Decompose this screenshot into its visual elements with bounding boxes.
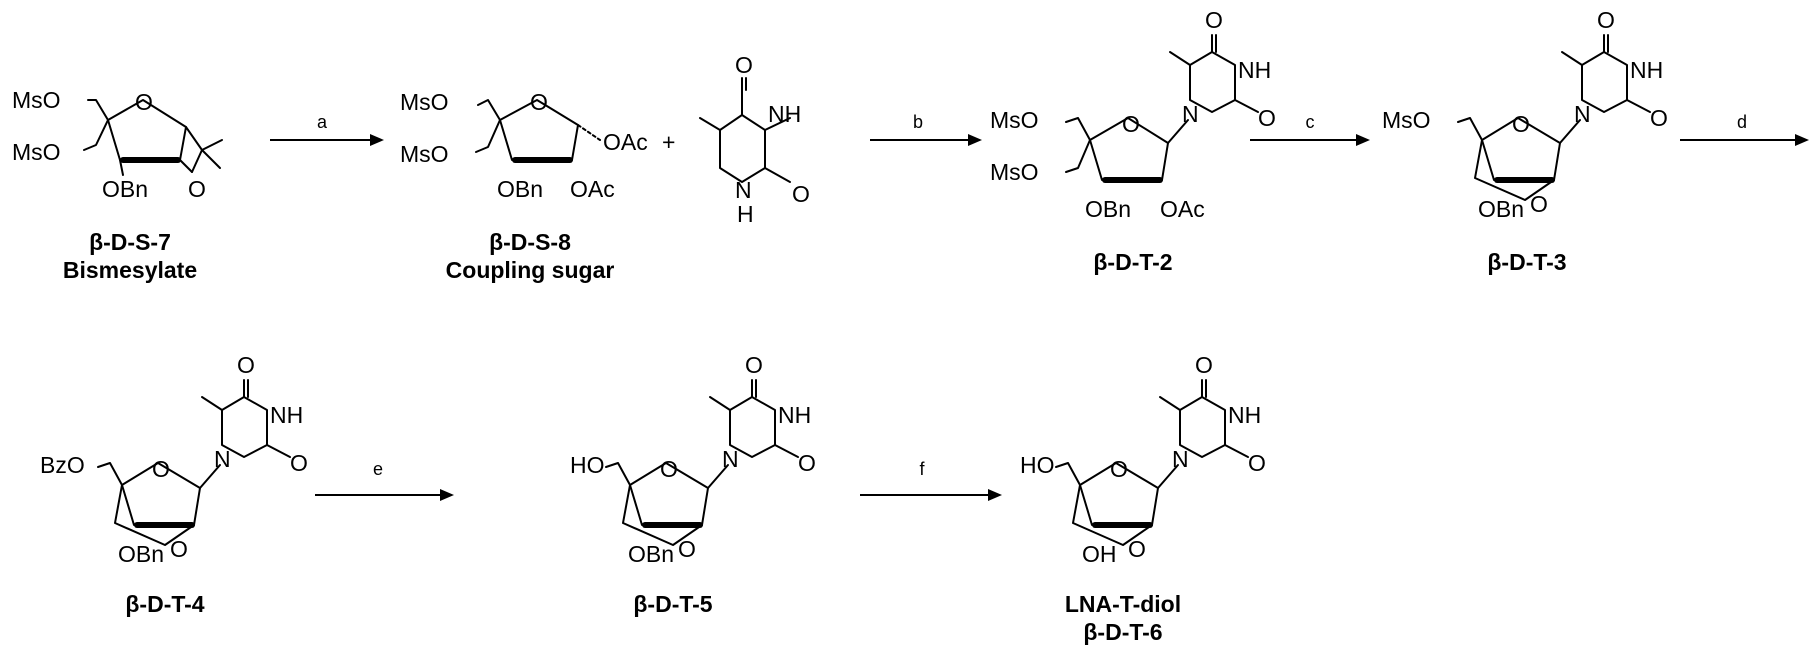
step-c-label: c [1306,112,1315,132]
s8-oac-1: OAc [603,129,648,155]
t4-label: β-D-T-4 [125,591,204,617]
t4-n: N [214,446,231,472]
t3-label: β-D-T-3 [1487,249,1566,275]
s7-mso-top: MsO [12,87,61,113]
t2-mso-top: MsO [990,107,1039,133]
s7-label: β-D-S-7 [89,229,171,255]
compound-t6: O NH O N HO OH O O LNA-T-diol β-D-T-6 [1020,352,1266,645]
t6-bridge-o: O [1128,536,1146,562]
arrow-f: f [860,459,1002,501]
step-b-label: b [913,112,923,132]
compound-s7: MsO MsO OBn O O β-D-S-7 Bismesylate [12,87,222,283]
t2-ring-o: O [1122,111,1140,137]
s7-obn: OBn [102,176,148,202]
t5-nh: NH [778,402,811,428]
t5-ring-o: O [660,456,678,482]
t6-o-top: O [1195,352,1213,378]
t2-obn: OBn [1085,196,1131,222]
compound-t4: O NH O N BzO OBn O O β-D-T-4 [40,352,308,617]
t2-nh: NH [1238,57,1271,83]
t6-ho: HO [1020,452,1055,478]
t3-n: N [1574,101,1591,127]
thy-o-top: O [735,52,753,78]
s8-oac-2: OAc [570,176,615,202]
t3-obn: OBn [1478,196,1524,222]
t4-obn: OBn [118,541,164,567]
t3-o-right: O [1650,105,1668,131]
t6-o-right: O [1248,450,1266,476]
t6-n: N [1172,446,1189,472]
t5-obn: OBn [628,541,674,567]
t5-ho: HO [570,452,605,478]
t4-nh: NH [270,402,303,428]
t5-o-top: O [745,352,763,378]
t3-ring-o: O [1512,111,1530,137]
arrow-d: d [1680,112,1809,146]
t6-nh: NH [1228,402,1261,428]
s8-ring-o: O [530,89,548,115]
plus-sign: + [662,129,675,155]
t4-bridge-o: O [170,536,188,562]
arrow-e: e [315,459,454,501]
s8-obn: OBn [497,176,543,202]
arrow-a: a [270,112,384,146]
t3-bridge-o: O [1530,191,1548,217]
t3-nh: NH [1630,57,1663,83]
t4-bzo: BzO [40,452,85,478]
t3-o-top: O [1597,7,1615,33]
s8-sublabel: Coupling sugar [446,257,615,283]
arrow-b: b [870,112,982,146]
compound-t2: O NH O N MsO MsO OBn OAc O β-D-T-2 [990,7,1276,275]
s7-mso-bottom: MsO [12,139,61,165]
s8-mso-bottom: MsO [400,141,449,167]
s7-ring-o: O [135,89,153,115]
thy-o-right: O [792,181,810,207]
t4-ring-o: O [152,456,170,482]
thy-n: N [735,177,752,203]
compound-t3: O NH O N MsO OBn O O β-D-T-3 [1382,7,1668,275]
t2-oac: OAc [1160,196,1205,222]
t6-label-top: LNA-T-diol [1065,591,1181,617]
step-d-label: d [1737,112,1747,132]
t3-mso: MsO [1382,107,1431,133]
t6-oh: OH [1082,541,1117,567]
s7-acetonide-o: O [188,176,206,202]
step-e-label: e [373,459,383,479]
step-a-label: a [317,112,328,132]
step-f-label: f [919,459,925,479]
t2-label: β-D-T-2 [1093,249,1172,275]
t5-label: β-D-T-5 [633,591,712,617]
t4-o-top: O [237,352,255,378]
s8-mso-top: MsO [400,89,449,115]
compound-s8: MsO MsO OBn OAc OAc O β-D-S-8 Coupling s… [400,89,648,283]
t2-n: N [1182,101,1199,127]
t2-o-top: O [1205,7,1223,33]
thymine-base: O NH O N H [700,52,810,227]
t2-mso-bottom: MsO [990,159,1039,185]
thy-nh: NH [768,101,801,127]
compound-t5: O NH O N HO OBn O O β-D-T-5 [570,352,816,617]
s8-label: β-D-S-8 [489,229,571,255]
s7-sublabel: Bismesylate [63,257,197,283]
t5-o-right: O [798,450,816,476]
t6-label: β-D-T-6 [1083,619,1162,645]
t2-o-right: O [1258,105,1276,131]
t5-bridge-o: O [678,536,696,562]
t5-n: N [722,446,739,472]
thy-h: H [737,201,754,227]
t4-o-right: O [290,450,308,476]
t6-ring-o: O [1110,456,1128,482]
